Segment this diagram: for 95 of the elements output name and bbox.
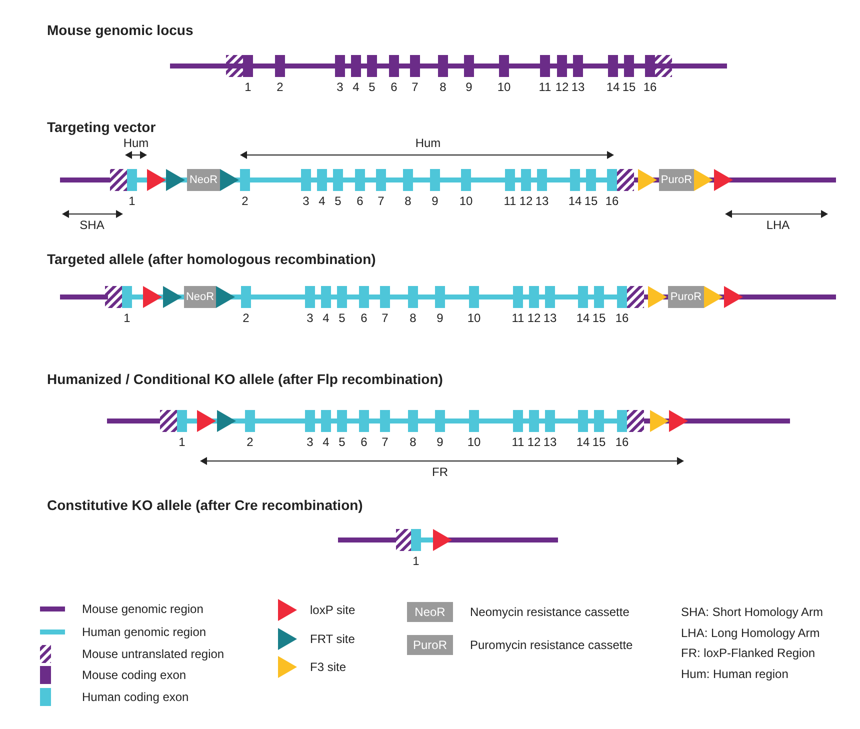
dimension-label: SHA xyxy=(80,219,104,231)
exon-number: 12 xyxy=(519,195,533,207)
exon-number: 5 xyxy=(338,436,346,448)
exon-number: 6 xyxy=(360,312,368,324)
exon-number: 10 xyxy=(467,312,481,324)
legend-label: Mouse untranslated region xyxy=(82,648,224,660)
exon-number: 12 xyxy=(527,312,541,324)
exon-number: 3 xyxy=(306,436,314,448)
exon-number: 10 xyxy=(459,195,473,207)
exon-number: 1 xyxy=(244,81,252,93)
exon-number: 12 xyxy=(527,436,541,448)
exon-number: 2 xyxy=(246,436,254,448)
exon-number: 11 xyxy=(538,81,552,93)
abbreviation-note: FR: loxP-Flanked Region xyxy=(681,647,816,659)
exon-number: 15 xyxy=(592,312,606,324)
abbreviation-note: Hum: Human region xyxy=(681,668,788,680)
section-title: Targeted allele (after homologous recombination) xyxy=(47,252,376,266)
legend-label: Human coding exon xyxy=(82,691,189,703)
exon-number: 4 xyxy=(318,195,326,207)
exon-number: 16 xyxy=(643,81,657,93)
exon-number: 11 xyxy=(512,436,524,448)
exon-number: 6 xyxy=(390,81,398,93)
exon-number: 6 xyxy=(360,436,368,448)
legend-label: F3 site xyxy=(310,661,346,673)
exon-number: 9 xyxy=(432,195,438,207)
section-title: Mouse genomic locus xyxy=(47,23,194,37)
dimension-label: Hum xyxy=(415,137,441,149)
exon-number: 4 xyxy=(352,81,360,93)
section-title: Humanized / Conditional KO allele (after Flp recombination) xyxy=(47,372,443,386)
swatch-label: NeoR xyxy=(414,605,446,619)
exon-number: 15 xyxy=(584,195,598,207)
legend-label: Puromycin resistance cassette xyxy=(470,639,633,651)
cassette-box: PuroR xyxy=(659,169,694,191)
exon-number: 15 xyxy=(622,81,636,93)
exon-number: 12 xyxy=(555,81,569,93)
legend-label: Mouse coding exon xyxy=(82,669,186,681)
exon-number: 8 xyxy=(404,195,412,207)
swatch-label: PuroR xyxy=(412,638,447,652)
exon-number: 3 xyxy=(306,312,314,324)
legend-label: Human genomic region xyxy=(82,626,206,638)
exon-number: 2 xyxy=(276,81,284,93)
exon-number: 7 xyxy=(378,195,384,207)
exon-number: 16 xyxy=(615,312,629,324)
exon-number: 7 xyxy=(382,312,388,324)
legend-label: Mouse genomic region xyxy=(82,603,204,615)
dimension-label: LHA xyxy=(766,219,790,231)
abbreviation-note: LHA: Long Homology Arm xyxy=(681,627,820,639)
exon-number: 9 xyxy=(436,312,444,324)
exon-number: 13 xyxy=(535,195,549,207)
exon-number: 3 xyxy=(336,81,344,93)
exon-number: 4 xyxy=(322,312,330,324)
exon-number: 6 xyxy=(356,195,364,207)
exon-number: 9 xyxy=(466,81,472,93)
exon-number: 1 xyxy=(128,195,136,207)
exon-number: 5 xyxy=(338,312,346,324)
exon-number: 11 xyxy=(504,195,516,207)
exon-number: 8 xyxy=(410,312,416,324)
exon-number: 2 xyxy=(242,195,248,207)
abbreviation-note: SHA: Short Homology Arm xyxy=(681,606,824,618)
exon-number: 10 xyxy=(497,81,511,93)
legend-label: Neomycin resistance cassette xyxy=(470,606,630,618)
section-title: Constitutive KO allele (after Cre recombination) xyxy=(47,498,363,512)
exon-number: 5 xyxy=(368,81,376,93)
exon-number: 1 xyxy=(178,436,186,448)
legend-label: FRT site xyxy=(310,633,355,645)
cassette-box: NeoR xyxy=(187,169,220,191)
exon-number: 7 xyxy=(382,436,388,448)
exon-number: 3 xyxy=(302,195,310,207)
cassette-box: PuroR xyxy=(668,286,704,308)
exon-number: 13 xyxy=(543,312,557,324)
exon-number: 8 xyxy=(410,436,416,448)
dimension-label: FR xyxy=(432,466,448,478)
exon-number: 1 xyxy=(124,312,130,324)
exon-number: 14 xyxy=(568,195,582,207)
exon-number: 13 xyxy=(543,436,557,448)
exon-number: 1 xyxy=(412,555,420,567)
exon-number: 11 xyxy=(512,312,524,324)
exon-number: 10 xyxy=(467,436,481,448)
exon-number: 5 xyxy=(334,195,342,207)
exon-number: 14 xyxy=(576,312,590,324)
dimension-label: Hum xyxy=(123,137,149,149)
exon-number: 16 xyxy=(615,436,629,448)
exon-number: 9 xyxy=(436,436,444,448)
exon-number: 14 xyxy=(576,436,590,448)
exon-number: 7 xyxy=(412,81,418,93)
exon-number: 14 xyxy=(606,81,620,93)
exon-number: 4 xyxy=(322,436,330,448)
cassette-box: NeoR xyxy=(184,286,216,308)
exon-number: 16 xyxy=(605,195,619,207)
section-title: Targeting vector xyxy=(47,120,156,134)
exon-number: 8 xyxy=(440,81,446,93)
exon-number: 13 xyxy=(571,81,585,93)
exon-number: 2 xyxy=(242,312,250,324)
legend-label: loxP site xyxy=(310,604,356,616)
exon-number: 15 xyxy=(592,436,606,448)
